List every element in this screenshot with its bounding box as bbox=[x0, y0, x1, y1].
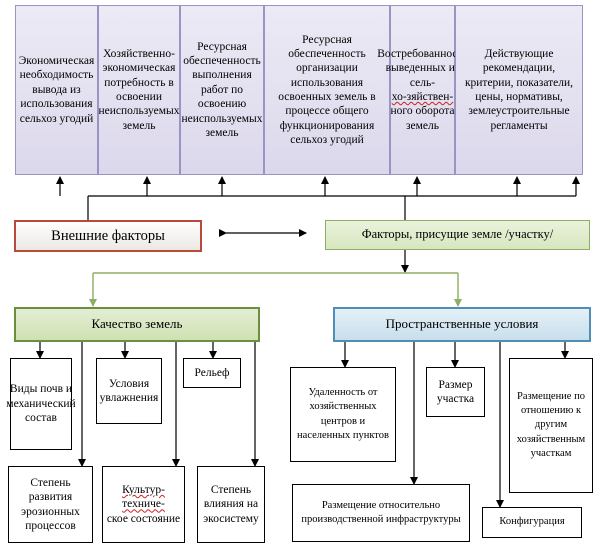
cultural-text-part1: Культур-техниче- bbox=[122, 483, 165, 511]
erosion-degree-box: Степень развития эрозионных процессов bbox=[8, 466, 93, 543]
land-quality-label: Качество земель bbox=[91, 316, 183, 332]
resource-organization-box: Ресурсная обеспеченность организации исп… bbox=[264, 5, 390, 175]
spatial-conditions-box: Пространственные условия bbox=[333, 307, 591, 342]
ecosystem-impact-text: Степень влияния на экосистему bbox=[203, 483, 259, 525]
placement-other-plots-box: Размещение по отношению к другим хозяйст… bbox=[509, 358, 593, 493]
economic-demand-box: Хозяйственно-экономическая потребность в… bbox=[98, 5, 180, 175]
demand-withdrawn-lands-text: Востребованность выведенных из сель-хо-з… bbox=[377, 47, 468, 133]
moisture-conditions-text: Условия увлажнения bbox=[99, 377, 159, 404]
demand-text-part1: Востребованность выведенных из сель- bbox=[377, 47, 468, 89]
plot-size-box: Размер участка bbox=[426, 367, 485, 417]
erosion-degree-text: Степень развития эрозионных процессов bbox=[21, 476, 80, 532]
resource-organization-text: Ресурсная обеспеченность организации исп… bbox=[278, 33, 376, 147]
remoteness-box: Удаленность от хозяйственных центров и н… bbox=[290, 367, 396, 462]
plot-size-text: Размер участка bbox=[436, 378, 475, 405]
spatial-conditions-label: Пространственные условия bbox=[385, 316, 539, 332]
recommendations-box: Действующие рекомендации, критерии, пока… bbox=[455, 5, 583, 175]
demand-text-part2: хо-зяйствен- bbox=[391, 91, 454, 103]
relief-box: Рельеф bbox=[183, 358, 241, 388]
remoteness-text: Удаленность от хозяйственных центров и н… bbox=[297, 387, 389, 441]
land-quality-box: Качество земель bbox=[14, 307, 260, 342]
economic-demand-text: Хозяйственно-экономическая потребность в… bbox=[98, 47, 180, 132]
economic-necessity-text: Экономическая необходимость вывода из ис… bbox=[18, 55, 95, 125]
demand-withdrawn-lands-box: Востребованность выведенных из сель-хо-з… bbox=[377, 5, 468, 175]
cultural-text-part2: ское состояние bbox=[106, 512, 181, 525]
external-factors-label: Внешние факторы bbox=[51, 227, 165, 244]
configuration-text: Конфигурация bbox=[499, 516, 565, 528]
demand-text-part3: ного оборота земель bbox=[390, 105, 455, 132]
recommendations-text: Действующие рекомендации, критерии, пока… bbox=[464, 47, 574, 132]
resource-works-box: Ресурсная обеспеченность выполнения рабо… bbox=[180, 5, 264, 175]
inherent-factors-box: Факторы, присущие земле /участку/ bbox=[325, 220, 590, 250]
placement-other-plots-text: Размещение по отношению к другим хозяйст… bbox=[516, 391, 586, 459]
relief-text: Рельеф bbox=[194, 366, 230, 379]
cultural-technical-state-box: Культур-техниче-ское состояние bbox=[102, 466, 185, 543]
cultural-technical-state-text: Культур-техниче-ское состояние bbox=[105, 483, 182, 526]
moisture-conditions-box: Условия увлажнения bbox=[96, 358, 162, 424]
resource-works-text: Ресурсная обеспеченность выполнения рабо… bbox=[181, 40, 263, 139]
external-factors-box: Внешние факторы bbox=[14, 220, 202, 252]
inherent-factors-label: Факторы, присущие земле /участку/ bbox=[361, 227, 554, 242]
economic-necessity-box: Экономическая необходимость вывода из ис… bbox=[15, 5, 98, 175]
infrastructure-placement-box: Размещение относительно производственной… bbox=[292, 484, 470, 542]
soil-types-box: Виды почв и механический состав bbox=[6, 358, 76, 450]
soil-types-text: Виды почв и механический состав bbox=[6, 383, 76, 425]
infrastructure-placement-text: Размещение относительно производственной… bbox=[301, 499, 461, 525]
configuration-box: Конфигурация bbox=[482, 507, 582, 538]
ecosystem-impact-box: Степень влияния на экосистему bbox=[197, 466, 265, 543]
